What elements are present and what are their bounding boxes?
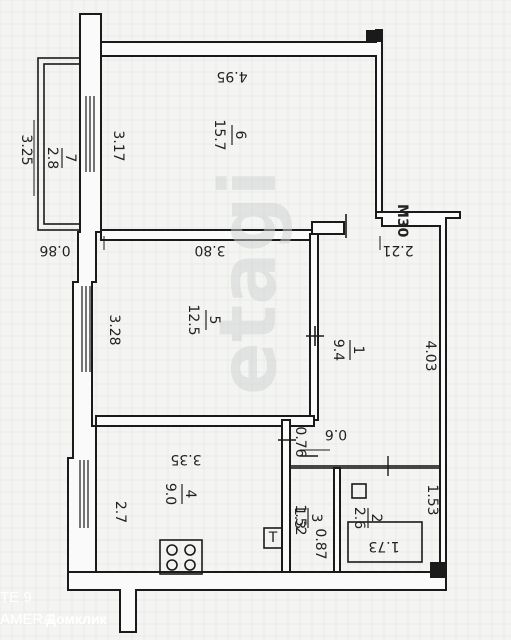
dim-kitchen-width: 3.35 [170,451,201,467]
room-4-label: 49.0 [162,483,198,505]
room-area: 12.5 [185,304,201,335]
dim-room1-length: 4.03 [422,340,438,371]
dimension-labels: 4.95 3.17 3.25 0.86 3.80 3.28 2.21 4.03 0.6 3.35 2… [18,68,440,560]
room-area: 2.8 [44,147,60,169]
dim-kitchen-depth: 2.7 [112,501,128,523]
washbasin [351,483,367,499]
room-1-walls [375,211,461,591]
dim-balcony-width: 0.86 [39,242,70,258]
source-label: Домклик [46,611,108,627]
dim-wc-small1: 0.76 [292,426,308,457]
dim-wc-small2: 1.52 [292,504,308,535]
dim-balcony-length: 3.25 [18,134,34,165]
dim-room5-width: 3.80 [194,242,225,258]
stamp-label: M30 [394,204,410,238]
window-marks [79,96,95,528]
wall-5-4 [95,415,315,427]
wall-6-1 [311,221,345,235]
room-area: 9.0 [162,483,178,505]
room-6-label: 615.7 [211,119,248,150]
wall-3-2 [333,467,341,577]
room-area: 15.7 [211,119,227,150]
dim-wc-small3: 0.87 [312,528,328,559]
dim-room1-width: 2.21 [382,242,413,258]
wall-4-wc [281,419,291,581]
dim-room6-depth: 3.17 [110,130,126,161]
dim-room5-depth: 3.28 [106,314,122,345]
room-area: 1.3 [291,507,307,529]
room-number: 2 [368,514,384,523]
room-1-label: 19.4 [330,339,366,361]
dimension-lines [33,120,381,451]
wall-5-1 [309,233,319,421]
dim-bath-depth: 1.53 [424,484,440,515]
wc-top-wall [289,465,441,469]
room-2-label: 22.6 [351,507,384,529]
balcony-inner [43,63,81,225]
room-7-label: 72.8 [44,147,78,169]
camera-line1: TE 9 [0,589,32,606]
room-5-label: 512.5 [185,304,222,335]
vent-box [263,527,283,549]
stove-icon [159,539,203,575]
bathtub [347,521,423,563]
dim-corridor-gap: 0.6 [325,426,347,442]
corner-post [366,30,382,42]
room-3-label: 31.3 [291,507,324,529]
room-number: 5 [206,316,222,325]
room-number: 1 [350,346,366,355]
dim-room6-width: 4.95 [216,68,247,84]
bottom-wall [67,571,447,633]
room-area: 2.6 [351,507,367,529]
dim-bath-width: 1.73 [368,538,399,554]
room-number: 3 [308,514,324,523]
room-number: 7 [62,154,78,163]
room-number: 6 [232,131,248,140]
camera-line2: AMERA [0,611,53,628]
watermark: etagi [204,170,294,395]
room-number: 4 [182,490,198,499]
vent-mark: T [268,530,278,546]
room-area: 9.4 [330,339,346,361]
